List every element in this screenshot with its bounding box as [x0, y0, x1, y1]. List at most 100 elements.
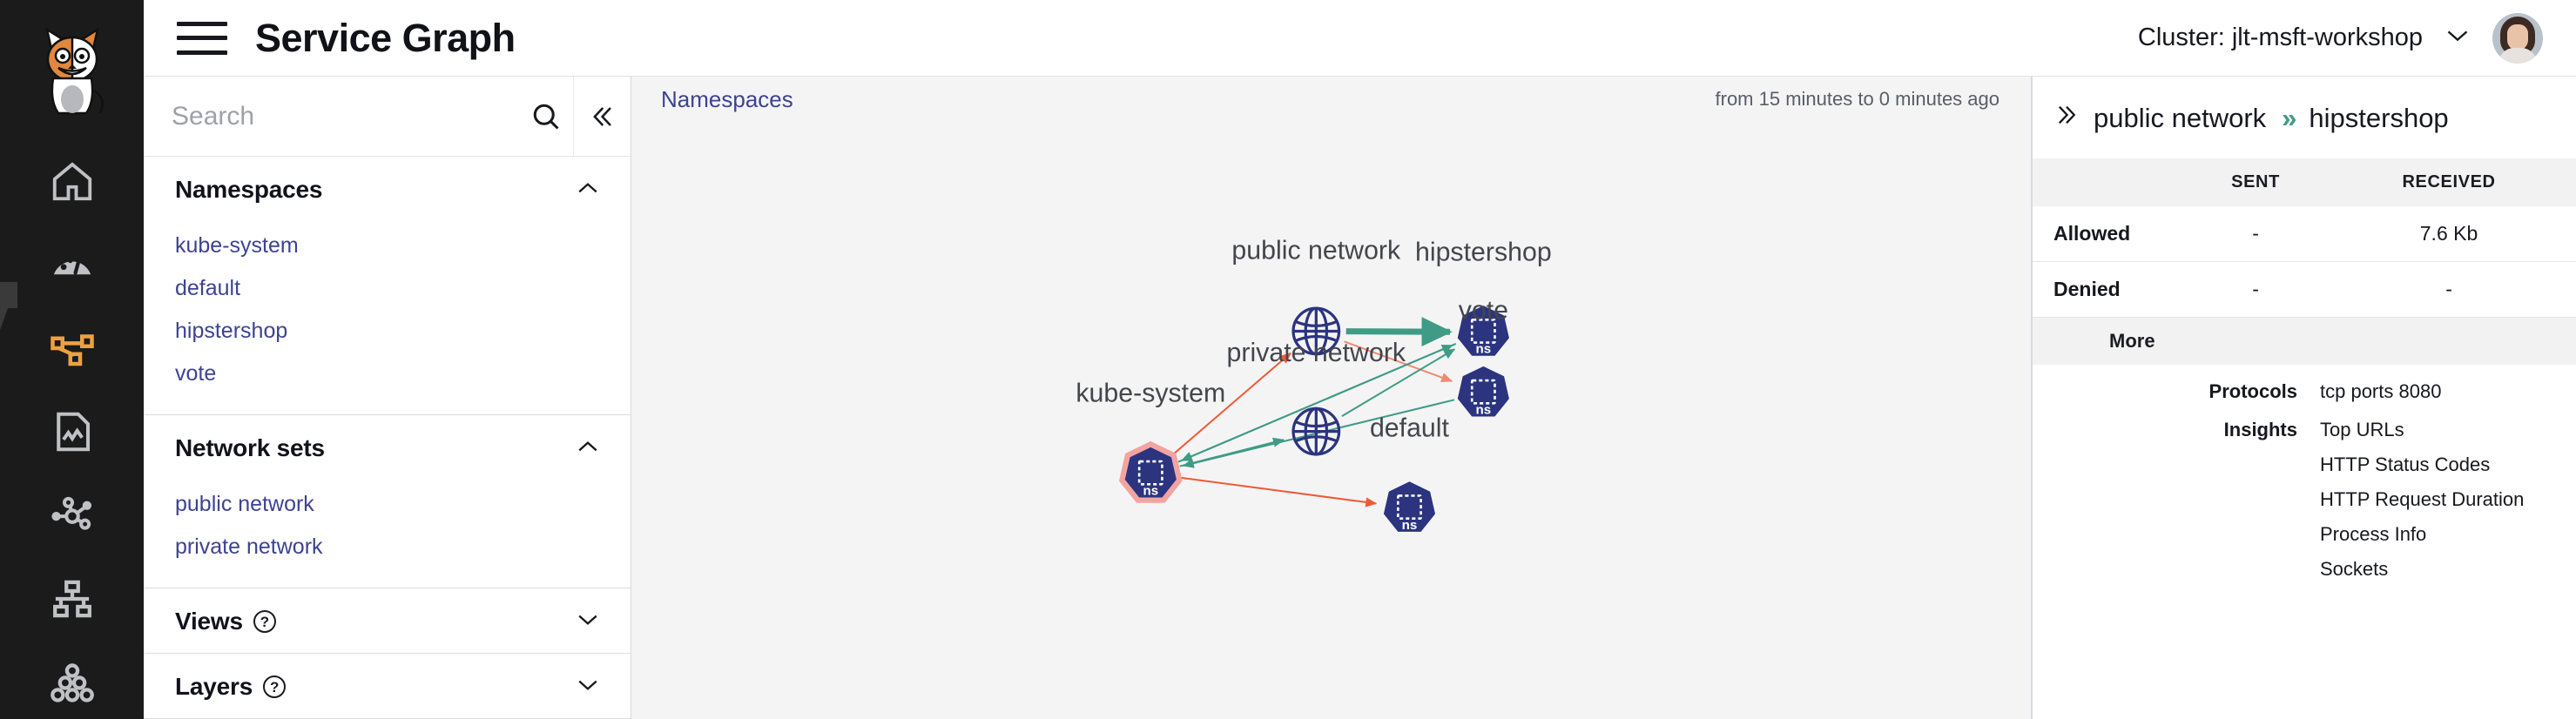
list-item[interactable]: vote [175, 361, 217, 386]
section-header-network-sets[interactable]: Network sets [144, 415, 631, 480]
help-circle-icon[interactable]: ? [253, 610, 276, 633]
left-sidebar-panel: Namespaces kube-system default hipstershop v… [144, 76, 631, 719]
section-title: Namespaces [175, 176, 322, 204]
detail-panel-title: public network » hipstershop [2033, 77, 2576, 158]
chevron-up-icon[interactable] [577, 440, 599, 458]
section-title: Network sets [175, 434, 325, 462]
list-item[interactable]: hipstershop [175, 319, 288, 343]
table-column-header [2033, 158, 2189, 206]
help-circle-icon[interactable]: ? [263, 675, 287, 698]
insight-link[interactable]: HTTP Request Duration [2320, 488, 2525, 510]
globe-icon [1291, 407, 1341, 456]
table-column-header: SENT [2189, 158, 2323, 206]
namespace-dashed-box-icon [1470, 379, 1496, 405]
graph-node-label: hipstershop [1415, 239, 1552, 267]
double-chevron-left-icon[interactable] [572, 76, 631, 157]
insight-link[interactable]: HTTP Status Codes [2320, 454, 2491, 475]
chevron-down-icon[interactable] [2445, 28, 2470, 48]
sidebar-section-network-sets: Network sets public network private networ… [144, 415, 631, 588]
insight-link[interactable]: Top URLs [2320, 419, 2404, 440]
list-item[interactable]: public network [175, 492, 314, 516]
top-header-bar: Service Graph Cluster: jlt-msft-workshop [144, 0, 2576, 77]
header-right-controls: Cluster: jlt-msft-workshop [2137, 12, 2576, 64]
section-title: Layers? [175, 673, 287, 701]
chevron-down-icon[interactable] [577, 678, 599, 696]
table-cell: - [2189, 261, 2323, 318]
graph-edge[interactable] [1345, 317, 1453, 347]
network-nodes-icon [49, 492, 96, 539]
graph-node-private-network[interactable]: private network [1227, 339, 1406, 456]
graph-edge[interactable] [1344, 340, 1453, 383]
sidebar-search-bar [144, 76, 631, 157]
graph-node-label: default [1370, 414, 1450, 443]
sidebar-item-policies[interactable] [0, 557, 144, 641]
home-icon [49, 158, 96, 205]
section-body: public network private network [144, 480, 631, 588]
sidebar-item-network-topology[interactable] [0, 474, 144, 557]
hamburger-icon[interactable] [177, 21, 227, 55]
protocols-label: Protocols [2208, 380, 2297, 402]
list-item[interactable]: private network [175, 534, 323, 559]
graph-node-label: private network [1227, 339, 1406, 367]
graph-edge[interactable] [1341, 348, 1456, 417]
detail-source-label: public network [2094, 103, 2267, 133]
graph-edge[interactable] [1180, 476, 1378, 507]
chevron-down-icon[interactable] [577, 613, 599, 631]
list-item[interactable]: default [175, 276, 241, 300]
table-column-header: RECEIVED [2322, 158, 2576, 206]
cluster-selector[interactable]: Cluster: jlt-msft-workshop [2137, 24, 2423, 51]
service-graph-icon [49, 325, 96, 372]
sidebar-item-dashboard[interactable] [0, 223, 144, 306]
section-header-views[interactable]: Views? [144, 588, 631, 653]
main-columns: Namespaces kube-system default hipstershop v… [144, 76, 2576, 719]
graph-edge[interactable] [1180, 342, 1457, 462]
list-item[interactable]: kube-system [175, 233, 299, 258]
page-title: Service Graph [255, 15, 516, 60]
namespace-heptagon-icon [1383, 481, 1436, 532]
section-title-text: Namespaces [175, 176, 323, 203]
chevron-up-icon[interactable] [577, 181, 599, 199]
double-chevron-right-icon[interactable] [2053, 103, 2080, 134]
icon-rail [0, 0, 144, 719]
insight-link[interactable]: Sockets [2320, 558, 2389, 580]
section-title-text: Network sets [175, 434, 325, 461]
section-header-layers[interactable]: Layers? [144, 654, 631, 718]
graph-node-label: kube-system [1076, 379, 1225, 407]
namespace-dashed-box-icon [1470, 318, 1496, 344]
search-input[interactable] [172, 101, 520, 131]
flow-direction-icon: » [2282, 103, 2296, 133]
namespace-heptagon-icon [1457, 366, 1509, 417]
cluster-circles-icon [49, 659, 96, 706]
table-cell: - [2322, 261, 2576, 318]
insight-link[interactable]: Process Info [2320, 523, 2427, 545]
section-header-namespaces[interactable]: Namespaces [144, 157, 631, 221]
search-icon[interactable] [520, 77, 573, 157]
edge-layer [1172, 317, 1457, 507]
table-cell: - [2189, 206, 2323, 262]
sidebar-item-flow-logs[interactable] [0, 390, 144, 474]
insights-label: Insights [2223, 419, 2297, 440]
graph-edge[interactable] [1172, 352, 1291, 455]
node-type-label: ns [1476, 402, 1492, 417]
avatar[interactable] [2492, 12, 2543, 64]
table-row: Denied-- [2033, 261, 2576, 318]
sidebar-item-home[interactable] [0, 139, 144, 223]
breadcrumb[interactable]: Namespaces [661, 85, 793, 112]
sidebar-item-nodes[interactable] [0, 641, 144, 719]
graph-node-public-network[interactable]: public network [1231, 237, 1401, 356]
more-section-header[interactable]: More [2033, 318, 2576, 365]
sidebar-item-service-graph[interactable] [0, 282, 144, 390]
namespace-dashed-box-icon [1396, 494, 1422, 521]
calico-cat-logo[interactable] [0, 0, 144, 139]
